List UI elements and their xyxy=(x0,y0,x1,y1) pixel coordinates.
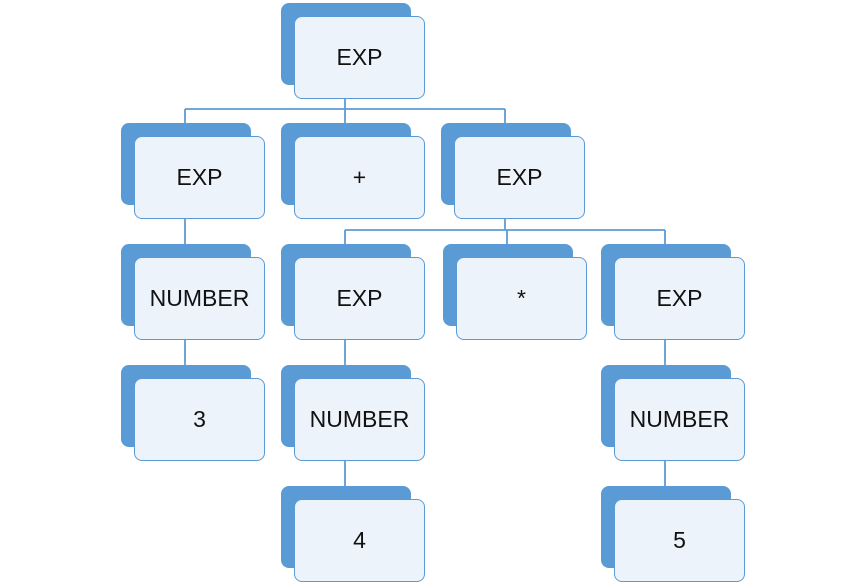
node-plus-operator: + xyxy=(281,123,425,219)
node-mid-number: NUMBER xyxy=(281,365,425,461)
node-mid-value: 4 xyxy=(281,486,425,582)
node-box: EXP xyxy=(614,257,745,340)
node-far-exp: EXP xyxy=(601,244,745,340)
node-box: NUMBER xyxy=(294,378,425,461)
node-root-exp: EXP xyxy=(281,3,425,99)
node-label: EXP xyxy=(176,164,223,190)
node-right-exp: EXP xyxy=(441,123,585,219)
node-box: EXP xyxy=(134,136,265,219)
node-box: NUMBER xyxy=(614,378,745,461)
node-label: EXP xyxy=(496,164,543,190)
node-box: EXP xyxy=(294,16,425,99)
node-left-exp: EXP xyxy=(121,123,265,219)
node-far-value: 5 xyxy=(601,486,745,582)
node-label: 3 xyxy=(193,406,206,432)
node-label: EXP xyxy=(336,44,383,70)
node-label: + xyxy=(352,164,367,190)
node-box: EXP xyxy=(294,257,425,340)
node-label: NUMBER xyxy=(629,406,730,432)
node-label: * xyxy=(517,285,526,311)
node-times-operator: * xyxy=(443,244,587,340)
node-left-value: 3 xyxy=(121,365,265,461)
node-box: EXP xyxy=(454,136,585,219)
node-label: 4 xyxy=(353,527,366,553)
node-box: + xyxy=(294,136,425,219)
node-label: NUMBER xyxy=(309,406,410,432)
node-label: NUMBER xyxy=(149,285,250,311)
node-label: 5 xyxy=(673,527,686,553)
node-label: EXP xyxy=(336,285,383,311)
node-box: NUMBER xyxy=(134,257,265,340)
node-box: 3 xyxy=(134,378,265,461)
node-far-number: NUMBER xyxy=(601,365,745,461)
node-label: EXP xyxy=(656,285,703,311)
node-box: * xyxy=(456,257,587,340)
node-box: 4 xyxy=(294,499,425,582)
node-mid-exp: EXP xyxy=(281,244,425,340)
node-left-number: NUMBER xyxy=(121,244,265,340)
node-box: 5 xyxy=(614,499,745,582)
